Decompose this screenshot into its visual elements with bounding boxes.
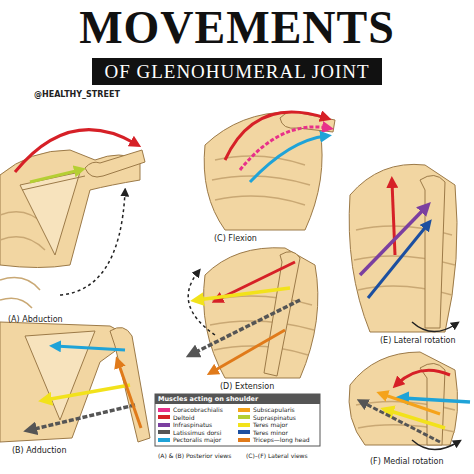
panel-label: (B) Adduction [12,446,67,456]
panel-label: (E) Lateral rotation [380,336,456,346]
legend-entry: Latissimus dorsi [173,429,221,436]
legend-swatch [238,430,250,434]
medial-rotation-panel [349,352,470,450]
legend-entry: Supraspinatus [253,414,296,421]
legend-entry: Teres major [253,421,288,428]
adduction-panel [0,322,150,442]
legend-swatch [158,430,170,434]
flexion-panel [204,111,335,230]
extension-panel [188,248,318,378]
legend-entry: Teres minor [253,429,288,436]
view-note: (A) & (B) Posterior views [158,452,231,460]
legend-swatch [158,415,170,419]
abduction-panel [0,130,145,308]
legend-heading: Muscles acting on shoulder [158,395,258,404]
legend-entry: Triceps—long head [253,436,310,443]
main-title: MOVEMENTS [0,2,474,54]
lateral-rotation-panel [349,164,457,332]
view-note: (C)–(F) Lateral views [246,452,308,460]
legend-swatch [238,408,250,412]
legend-swatch [238,438,250,442]
legend-swatch [238,415,250,419]
panel-label: (C) Flexion [214,234,257,244]
panel-label: (D) Extension [220,382,274,392]
legend-swatch [158,438,170,442]
legend-swatch [238,423,250,427]
banner-text: OF GLENOHUMERAL JOINT [104,61,369,83]
panel-label: (F) Medial rotation [370,457,444,467]
legend-frame [155,394,320,446]
title-banner: OF GLENOHUMERAL JOINT [92,58,382,85]
legend-entry: Deltoid [173,414,194,421]
legend-swatch [158,423,170,427]
legend-entry: Infraspinatus [173,421,212,428]
legend-entry: Pectoralis major [173,436,221,443]
panel-label: (A) Abduction [8,315,63,325]
legend-swatch [158,408,170,412]
legend-header-bar [155,394,320,404]
watermark: @HEALTHY_STREET [34,90,120,100]
legend-entry: Subscapularis [253,406,295,413]
legend-entry: Coracobrachialis [173,406,223,413]
